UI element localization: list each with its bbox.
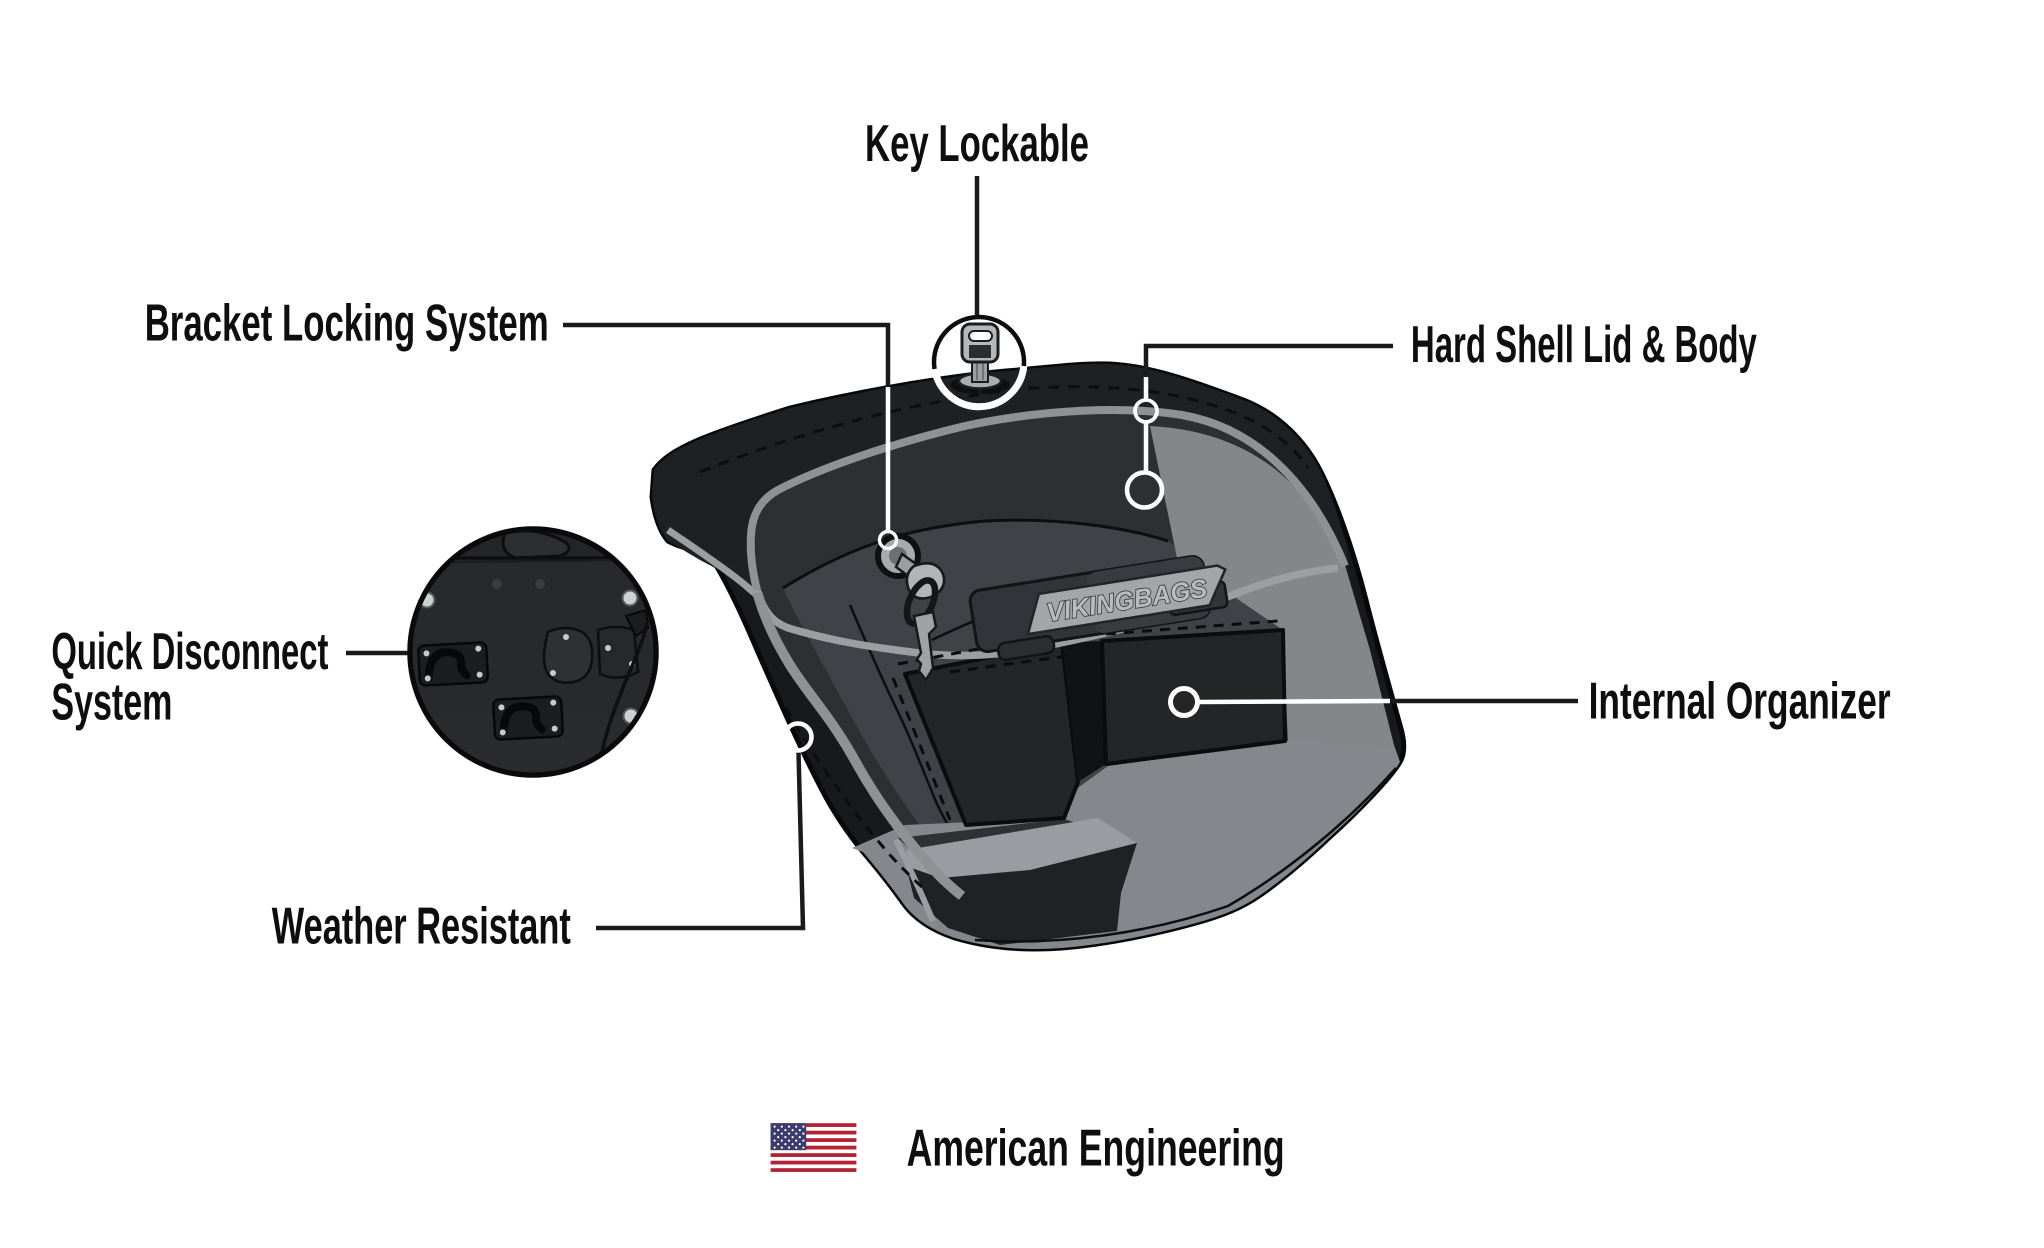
svg-text:System: System: [51, 673, 172, 731]
svg-text:Hard Shell Lid & Body: Hard Shell Lid & Body: [1411, 316, 1757, 374]
svg-text:Bracket Locking System: Bracket Locking System: [145, 295, 549, 353]
svg-text:Weather Resistant: Weather Resistant: [272, 898, 571, 956]
svg-text:Quick Disconnect: Quick Disconnect: [51, 623, 328, 681]
svg-text:American Engineering: American Engineering: [907, 1119, 1285, 1177]
svg-text:Key Lockable: Key Lockable: [865, 115, 1089, 173]
svg-text:Internal Organizer: Internal Organizer: [1589, 673, 1891, 731]
